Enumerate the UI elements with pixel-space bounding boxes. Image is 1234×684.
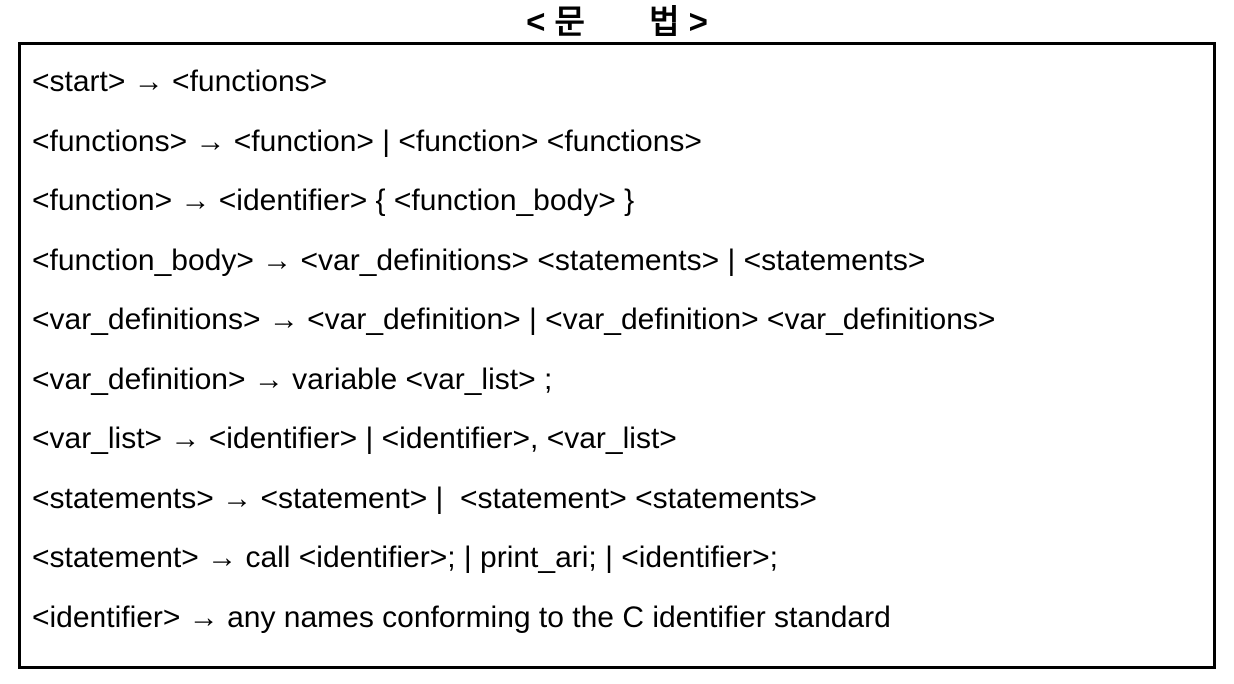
grammar-rule-start: <start> → <functions> — [32, 65, 328, 98]
grammar-rule-statement: <statement> → call <identifier>; | print… — [32, 541, 778, 574]
grammar-rule-var-list: <var_list> → <identifier> | <identifier>… — [32, 422, 677, 455]
grammar-rule-identifier: <identifier> → any names conforming to t… — [32, 600, 891, 634]
grammar-title: < 문 법 > — [526, 3, 708, 40]
grammar-rule-var-definitions: <var_definitions> → <var_definition> | <… — [32, 303, 996, 336]
grammar-rule-function: <function> → <identifier> { <function_bo… — [32, 184, 635, 217]
grammar-rule-function-body: <function_body> → <var_definitions> <sta… — [32, 243, 926, 277]
grammar-box: <start> → <functions> <functions> → <fun… — [18, 42, 1216, 669]
grammar-rule-var-definition: <var_definition> → variable <var_list> ; — [32, 362, 553, 396]
grammar-rule-functions: <functions> → <function> | <function> <f… — [32, 124, 702, 158]
grammar-rule-statements: <statements> → <statement> | <statement>… — [32, 481, 817, 515]
